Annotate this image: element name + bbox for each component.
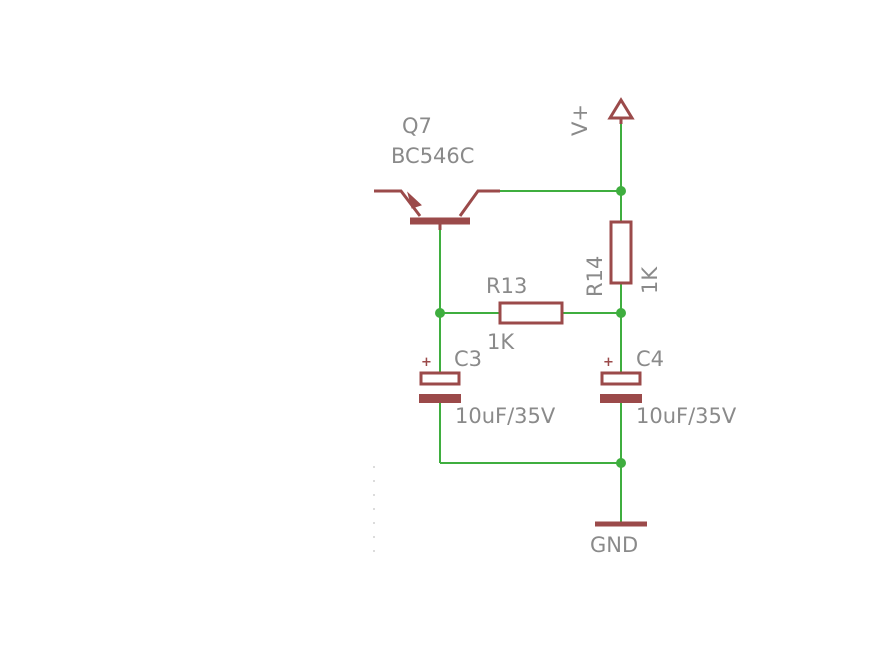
resistor-r13-ref: R13 [486,274,527,298]
supply-arrow-icon [607,97,635,120]
transistor-ref: Q7 [402,114,432,138]
junction-dot [616,458,626,468]
resistor-r13: R13 1K [486,274,564,354]
capacitor-c4: + C4 10uF/35V [600,347,737,428]
wires [439,120,622,522]
transistor-collector-lead [458,189,500,217]
transistor-value: BC546C [391,144,474,168]
capacitor-plate-positive [600,371,642,386]
supply-label: V+ [568,104,592,136]
capacitor-c3: + C3 10uF/35V [419,347,556,428]
junction-dot [616,308,626,318]
capacitor-plus-icon: + [603,355,614,370]
resistor-body [609,220,633,285]
capacitor-c4-ref: C4 [636,347,664,371]
capacitor-plate-positive [419,371,461,386]
supply-symbol: V+ [568,97,635,136]
capacitor-plus-icon: + [421,355,432,370]
capacitor-c4-value: 10uF/35V [636,404,737,428]
ground-symbol: GND [590,521,647,557]
ground-label: GND [590,533,638,557]
resistor-body [498,301,564,325]
resistor-r14-value: 1K [638,266,662,294]
resistor-r13-value: 1K [487,330,515,354]
capacitor-plate-negative [600,394,642,403]
junctions [435,186,626,468]
resistor-r14-ref: R14 [583,256,607,297]
junction-dot [616,186,626,196]
capacitor-c3-ref: C3 [454,347,482,371]
junction-dot [435,308,445,318]
emitter-arrow-icon [407,191,422,209]
capacitor-c3-value: 10uF/35V [455,404,556,428]
capacitor-plate-negative [419,394,461,403]
transistor-q7: Q7 BC546C [374,114,500,230]
resistor-r14: R14 1K [583,220,662,297]
